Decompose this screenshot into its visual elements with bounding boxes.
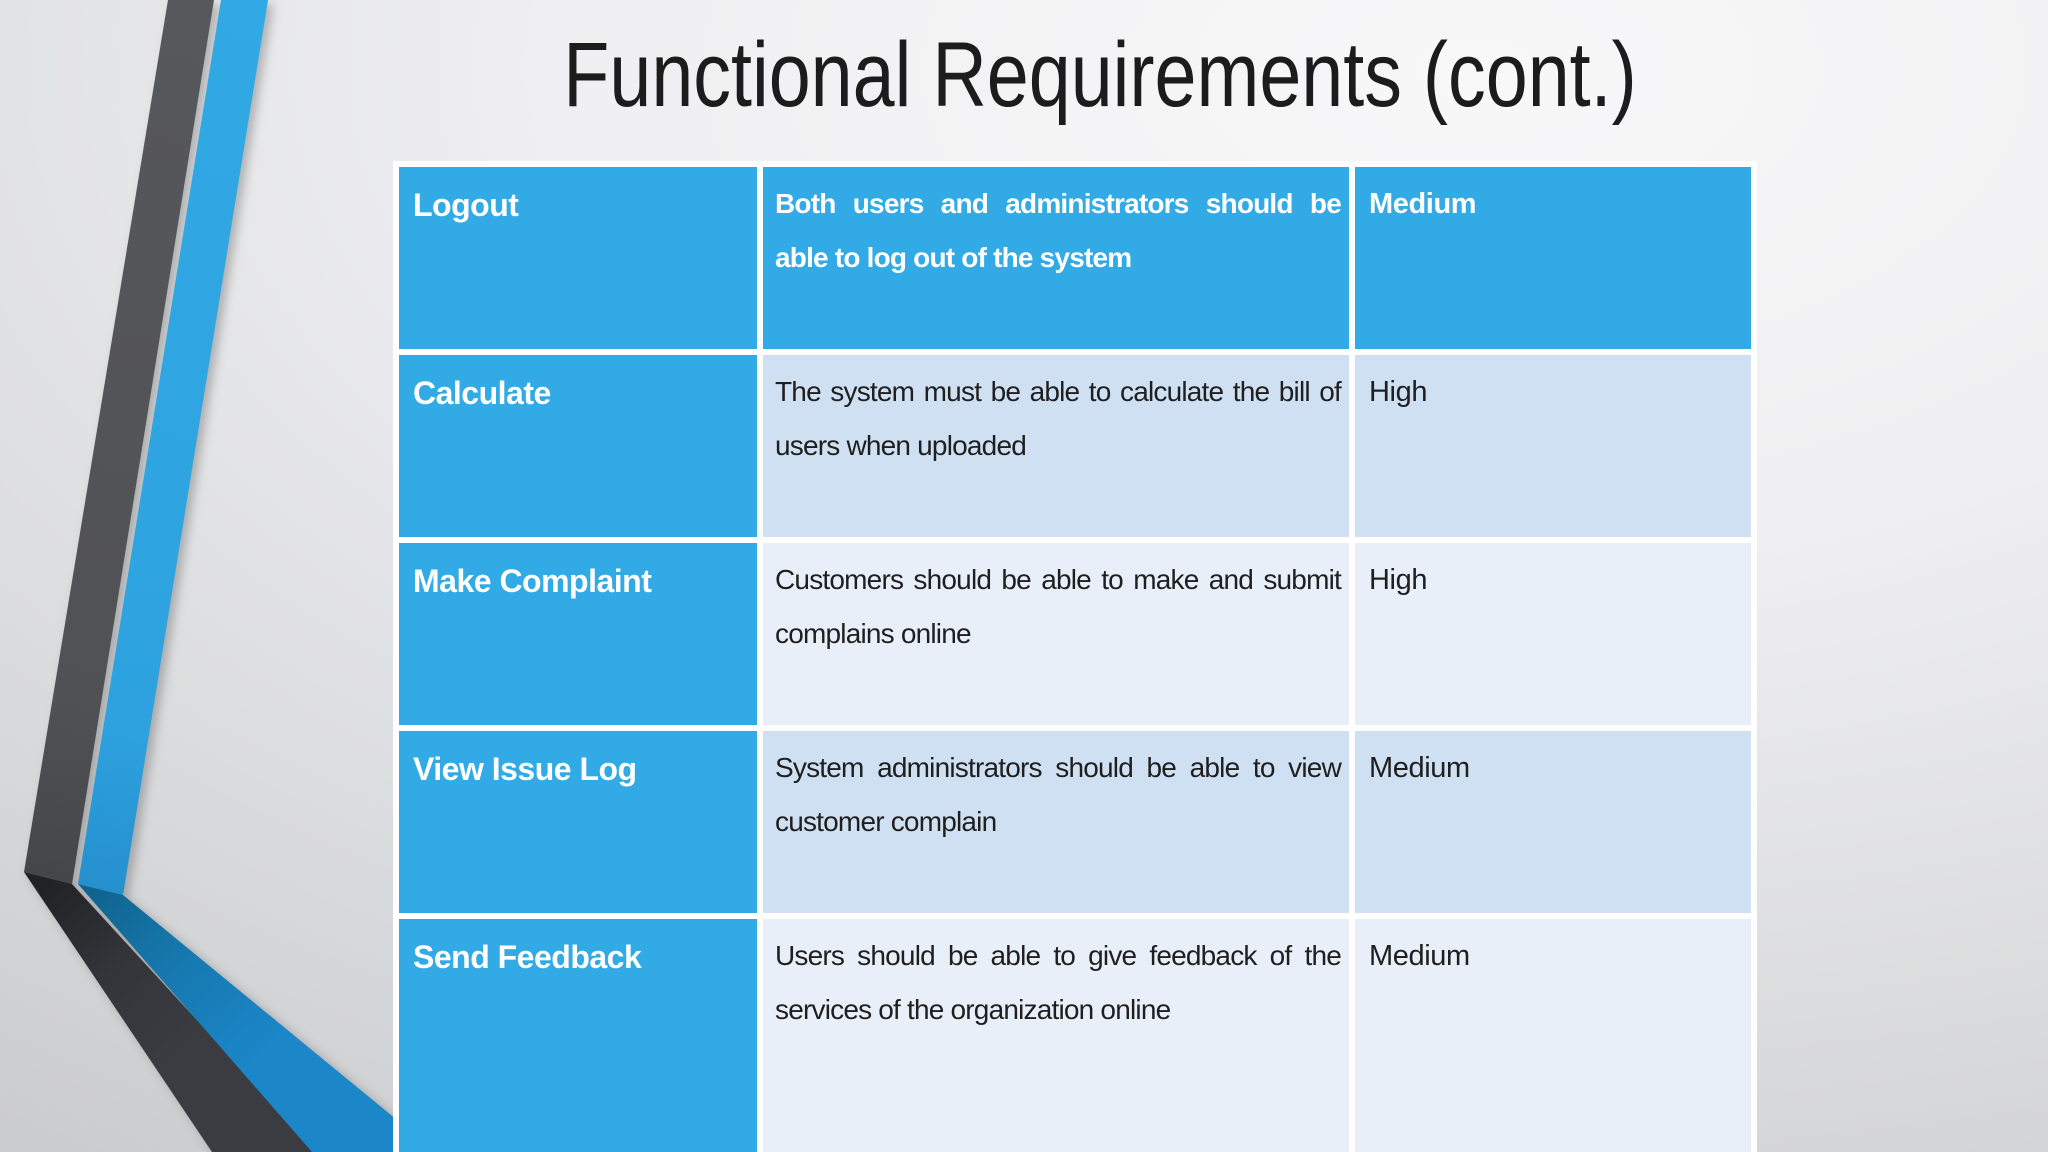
- requirement-name-cell: Logout: [399, 167, 757, 349]
- gray-ribbon: [24, 0, 318, 1152]
- requirement-description-cell: The system must be able to calculate the…: [763, 355, 1349, 537]
- requirements-table: Logout Both users and administrators sho…: [393, 161, 1757, 1152]
- requirement-name-cell: Make Complaint: [399, 543, 757, 725]
- blue-ribbon: [78, 0, 436, 1152]
- requirement-description-cell: System administrators should be able to …: [763, 731, 1349, 913]
- requirement-name-cell: View Issue Log: [399, 731, 757, 913]
- priority-cell: High: [1355, 355, 1751, 537]
- priority-cell: High: [1355, 543, 1751, 725]
- table-row: Logout Both users and administrators sho…: [399, 167, 1751, 349]
- table-row: Send Feedback Users should be able to gi…: [399, 919, 1751, 1152]
- page-title: Functional Requirements (cont.): [563, 24, 1637, 126]
- priority-cell: Medium: [1355, 919, 1751, 1152]
- requirement-description-cell: Users should be able to give feedback of…: [763, 919, 1349, 1152]
- priority-cell: Medium: [1355, 167, 1751, 349]
- table-row: View Issue Log System administrators sho…: [399, 731, 1751, 913]
- requirement-name-cell: Calculate: [399, 355, 757, 537]
- table-row: Calculate The system must be able to cal…: [399, 355, 1751, 537]
- requirement-name-cell: Send Feedback: [399, 919, 757, 1152]
- priority-cell: Medium: [1355, 731, 1751, 913]
- table-row: Make Complaint Customers should be able …: [399, 543, 1751, 725]
- requirement-description-cell: Customers should be able to make and sub…: [763, 543, 1349, 725]
- requirement-description-cell: Both users and administrators should be …: [763, 167, 1349, 349]
